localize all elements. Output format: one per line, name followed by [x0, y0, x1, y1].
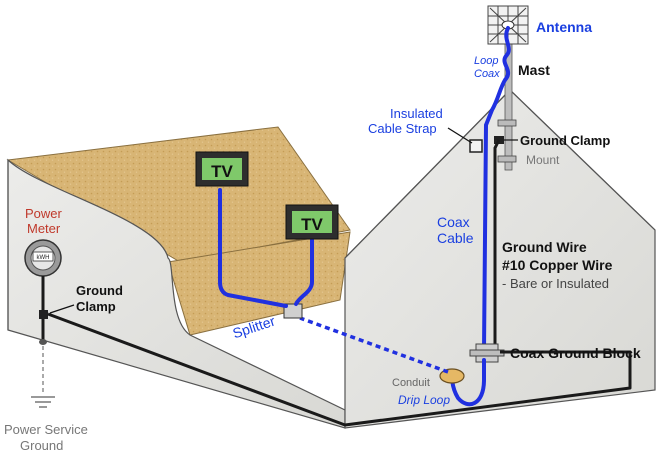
coax-cable-label-2: Cable — [437, 230, 474, 246]
insulated-strap-leader — [447, 127, 473, 144]
coax-cable-label-1: Coax — [437, 214, 470, 230]
mount-label: Mount — [526, 153, 560, 167]
ground-clamp-meter-label-1: Ground — [76, 283, 123, 298]
earth-ground-symbol-icon — [31, 396, 55, 408]
ground-clamp-meter-block — [39, 310, 48, 319]
ground-clamp-meter-label-2: Clamp — [76, 299, 116, 314]
splitter-icon — [283, 303, 303, 319]
kwh-label: kWH — [37, 255, 50, 261]
ground-rod-top — [39, 339, 47, 345]
ground-clamp-meter-leader — [49, 304, 75, 314]
tv-1-label: TV — [211, 162, 233, 181]
mast-label: Mast — [518, 62, 550, 78]
power-meter-icon: kWH — [24, 239, 62, 277]
coax-loop-down-mast — [482, 26, 511, 352]
conduit-label: Conduit — [392, 377, 430, 389]
tv-2-label: TV — [301, 215, 323, 234]
tv-2-icon: TV — [285, 204, 339, 240]
antenna-icon — [487, 5, 529, 45]
ground-wire-label-3: - Bare or Insulated — [502, 276, 609, 291]
insulated-cable-strap-icon — [469, 139, 483, 153]
left-wall — [7, 158, 346, 429]
power-service-ground-label-1: Power Service — [4, 422, 88, 437]
mast-bracket-bottom — [497, 155, 517, 163]
insulated-strap-label-2: Cable Strap — [368, 121, 437, 136]
loop-coax-label-1: Loop — [474, 55, 498, 67]
ground-wire-label-2: #10 Copper Wire — [502, 257, 613, 273]
antenna-label: Antenna — [536, 19, 592, 35]
power-meter-label-1: Power — [25, 206, 63, 221]
power-meter-label-2: Meter — [27, 221, 61, 236]
ground-wire-label-1: Ground Wire — [502, 239, 587, 255]
roof-edge-right — [509, 89, 656, 231]
insulated-strap-label-1: Insulated — [390, 106, 443, 121]
ground-wire-mast — [493, 139, 501, 350]
power-service-ground-label-2: Ground — [20, 438, 63, 453]
coax-to-tv-1 — [218, 188, 288, 308]
drip-loop-label: Drip Loop — [398, 393, 450, 407]
coax-ground-block-label: Coax Ground Block — [510, 345, 641, 361]
roof-edge-left — [344, 89, 511, 259]
ground-wire-bonding — [47, 312, 632, 427]
loop-coax-label-2: Coax — [474, 68, 500, 80]
ground-clamp-mast-label: Ground Clamp — [520, 133, 610, 148]
coax-to-tv-2 — [294, 238, 314, 306]
mast-bracket-top — [497, 119, 517, 127]
tv-1-icon: TV — [195, 151, 249, 187]
